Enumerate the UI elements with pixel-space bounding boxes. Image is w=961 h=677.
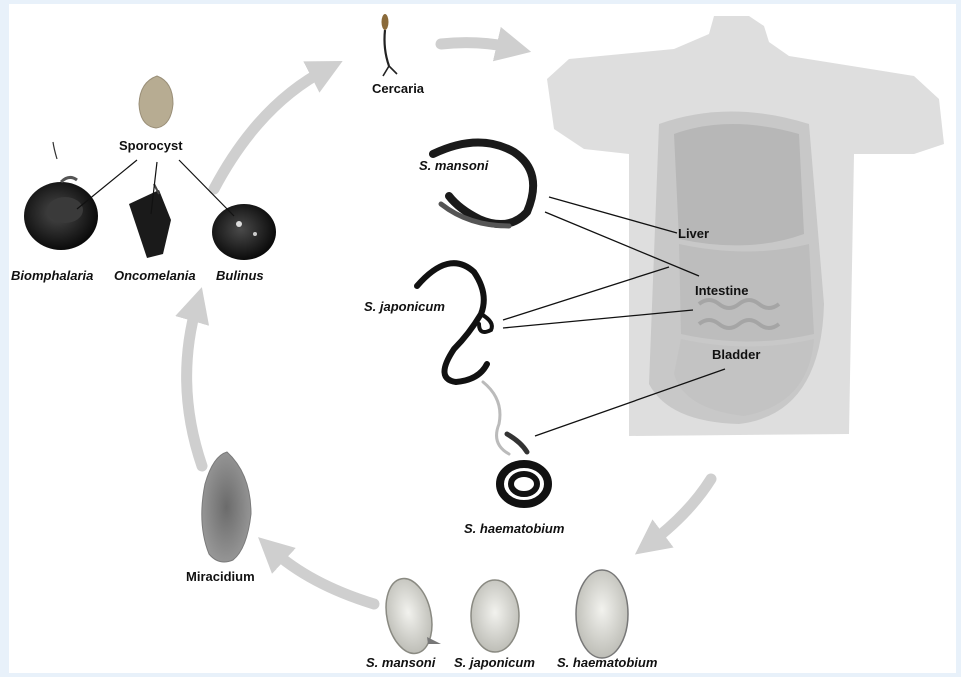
organ-liver-label: Liver <box>678 227 709 240</box>
biomphalaria-label: Biomphalaria <box>11 269 93 282</box>
egg-mansoni-label: S. mansoni <box>366 656 435 669</box>
oncomelania-snail <box>129 184 171 258</box>
egg-haematobium-label: S. haematobium <box>557 656 657 669</box>
worm-mansoni-image <box>433 142 533 226</box>
cercaria-image <box>382 14 398 76</box>
lifecycle-figure: Cercaria Sporocyst Biomphalaria Oncomela… <box>9 4 956 673</box>
worm-haematobium-label: S. haematobium <box>464 522 564 535</box>
worm-japonicum-image <box>417 263 492 382</box>
arrow-cercaria-to-host <box>441 43 514 48</box>
bulinus-label: Bulinus <box>216 269 264 282</box>
sporocyst-label: Sporocyst <box>119 139 183 152</box>
oncomelania-label: Oncomelania <box>114 269 196 282</box>
egg-haematobium-image <box>576 570 628 658</box>
egg-mansoni-image <box>380 574 441 657</box>
egg-japonicum-image <box>471 580 519 652</box>
biomphalaria-snail <box>24 142 98 250</box>
arrow-eggs-to-miracidium <box>271 549 374 604</box>
lifecycle-diagram <box>9 4 956 673</box>
egg-japonicum-label: S. japonicum <box>454 656 535 669</box>
organ-bladder-label: Bladder <box>712 348 760 361</box>
arrow-host-to-eggs <box>649 479 711 544</box>
human-torso <box>547 16 944 436</box>
miracidium-label: Miracidium <box>186 570 255 583</box>
worm-haematobium-image <box>483 382 548 504</box>
organ-intestine-label: Intestine <box>695 284 748 297</box>
bulinus-snail <box>212 204 276 260</box>
arrow-sporocyst-to-cercaria <box>214 69 327 189</box>
cercaria-label: Cercaria <box>372 82 424 95</box>
miracidium-image <box>202 452 251 562</box>
arrow-miracidium-to-snails <box>187 304 202 466</box>
worm-mansoni-label: S. mansoni <box>419 159 488 172</box>
sporocyst-image <box>139 76 173 128</box>
worm-japonicum-label: S. japonicum <box>364 300 445 313</box>
